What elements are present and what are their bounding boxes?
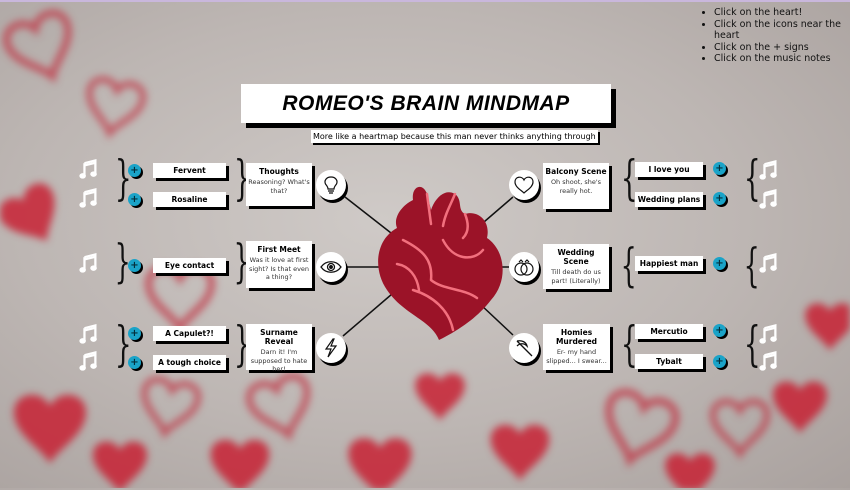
topic-title: Thoughts <box>259 167 299 176</box>
instructions-list: Click on the heart! Click on the icons n… <box>700 7 850 65</box>
heart-outline-icon[interactable] <box>509 170 539 200</box>
topic-desc: Reasoning? What's that? <box>248 178 310 195</box>
brace: { <box>620 316 638 372</box>
topic-desc: Was it love at first sight? Is that even… <box>248 256 310 281</box>
topic-desc: Oh shoot, she's really hot. <box>550 178 602 195</box>
instruction-item: Click on the heart! <box>714 7 850 19</box>
music-note-icon[interactable] <box>759 351 779 373</box>
item-label: Happiest man <box>635 256 703 271</box>
brace: } <box>114 316 132 372</box>
instruction-item: Click on the + signs <box>714 42 850 54</box>
lightning-icon[interactable] <box>316 333 346 363</box>
brace: { <box>620 238 637 292</box>
item-label: A Capulet?! <box>153 326 226 341</box>
item-label: Tybalt <box>635 354 703 369</box>
plus-button[interactable]: + <box>713 355 726 368</box>
subtitle: More like a heartmap because this man ne… <box>311 130 598 143</box>
anatomical-heart[interactable] <box>373 180 513 342</box>
plus-button[interactable]: + <box>128 327 141 340</box>
music-note-icon[interactable] <box>759 324 779 346</box>
topic-title: First Meet <box>257 245 301 254</box>
music-note-icon[interactable] <box>759 253 779 275</box>
page-title: Romeo's Brain Mindmap <box>241 84 611 123</box>
item-label: Mercutio <box>635 324 703 339</box>
topic-title: Balcony Scene <box>545 167 607 176</box>
scythe-icon[interactable] <box>509 333 539 363</box>
brace: } <box>114 150 132 206</box>
music-note-icon[interactable] <box>79 253 99 275</box>
plus-button[interactable]: + <box>713 324 726 337</box>
plus-button[interactable]: + <box>128 356 141 369</box>
plus-button[interactable]: + <box>713 162 726 175</box>
plus-button[interactable]: + <box>128 164 141 177</box>
plus-button[interactable]: + <box>128 259 141 272</box>
item-label: Rosaline <box>153 192 226 207</box>
brace: { <box>743 316 761 372</box>
plus-button[interactable]: + <box>713 192 726 205</box>
instruction-item: Click on the music notes <box>714 53 850 65</box>
plus-button[interactable]: + <box>128 193 141 206</box>
brace: { <box>620 150 638 206</box>
plus-button[interactable]: + <box>713 257 726 270</box>
topic-title: Homies Murdered <box>555 328 598 346</box>
music-note-icon[interactable] <box>79 324 99 346</box>
music-note-icon[interactable] <box>79 188 99 210</box>
topic-balcony-scene: Balcony Scene Oh shoot, she's really hot. <box>543 163 609 209</box>
music-note-icon[interactable] <box>759 160 779 182</box>
brace: { <box>743 238 760 292</box>
topic-desc: Darn it! I'm supposed to hate her! <box>250 348 308 373</box>
music-note-icon[interactable] <box>79 159 99 181</box>
music-note-icon[interactable] <box>79 351 99 373</box>
topic-desc: Er- my hand slipped... I swear... <box>546 348 607 365</box>
item-label: Wedding plans <box>635 192 703 207</box>
music-note-icon[interactable] <box>759 189 779 211</box>
eye-icon[interactable] <box>316 252 346 282</box>
item-label: Fervent <box>153 163 226 178</box>
instruction-item: Click on the icons near the heart <box>714 19 850 42</box>
brace: } <box>233 234 250 288</box>
topic-title: Wedding Scene <box>557 248 595 266</box>
item-label: A tough choice <box>153 355 226 370</box>
item-label: I love you <box>635 162 703 177</box>
rings-icon[interactable] <box>509 252 539 282</box>
lightbulb-icon[interactable] <box>316 170 346 200</box>
brace: } <box>114 234 131 288</box>
topic-desc: Till death do us part! (Literally) <box>551 268 601 285</box>
item-label: Eye contact <box>153 258 226 273</box>
topic-title: Surname Reveal <box>260 328 298 346</box>
brace: { <box>743 150 761 206</box>
